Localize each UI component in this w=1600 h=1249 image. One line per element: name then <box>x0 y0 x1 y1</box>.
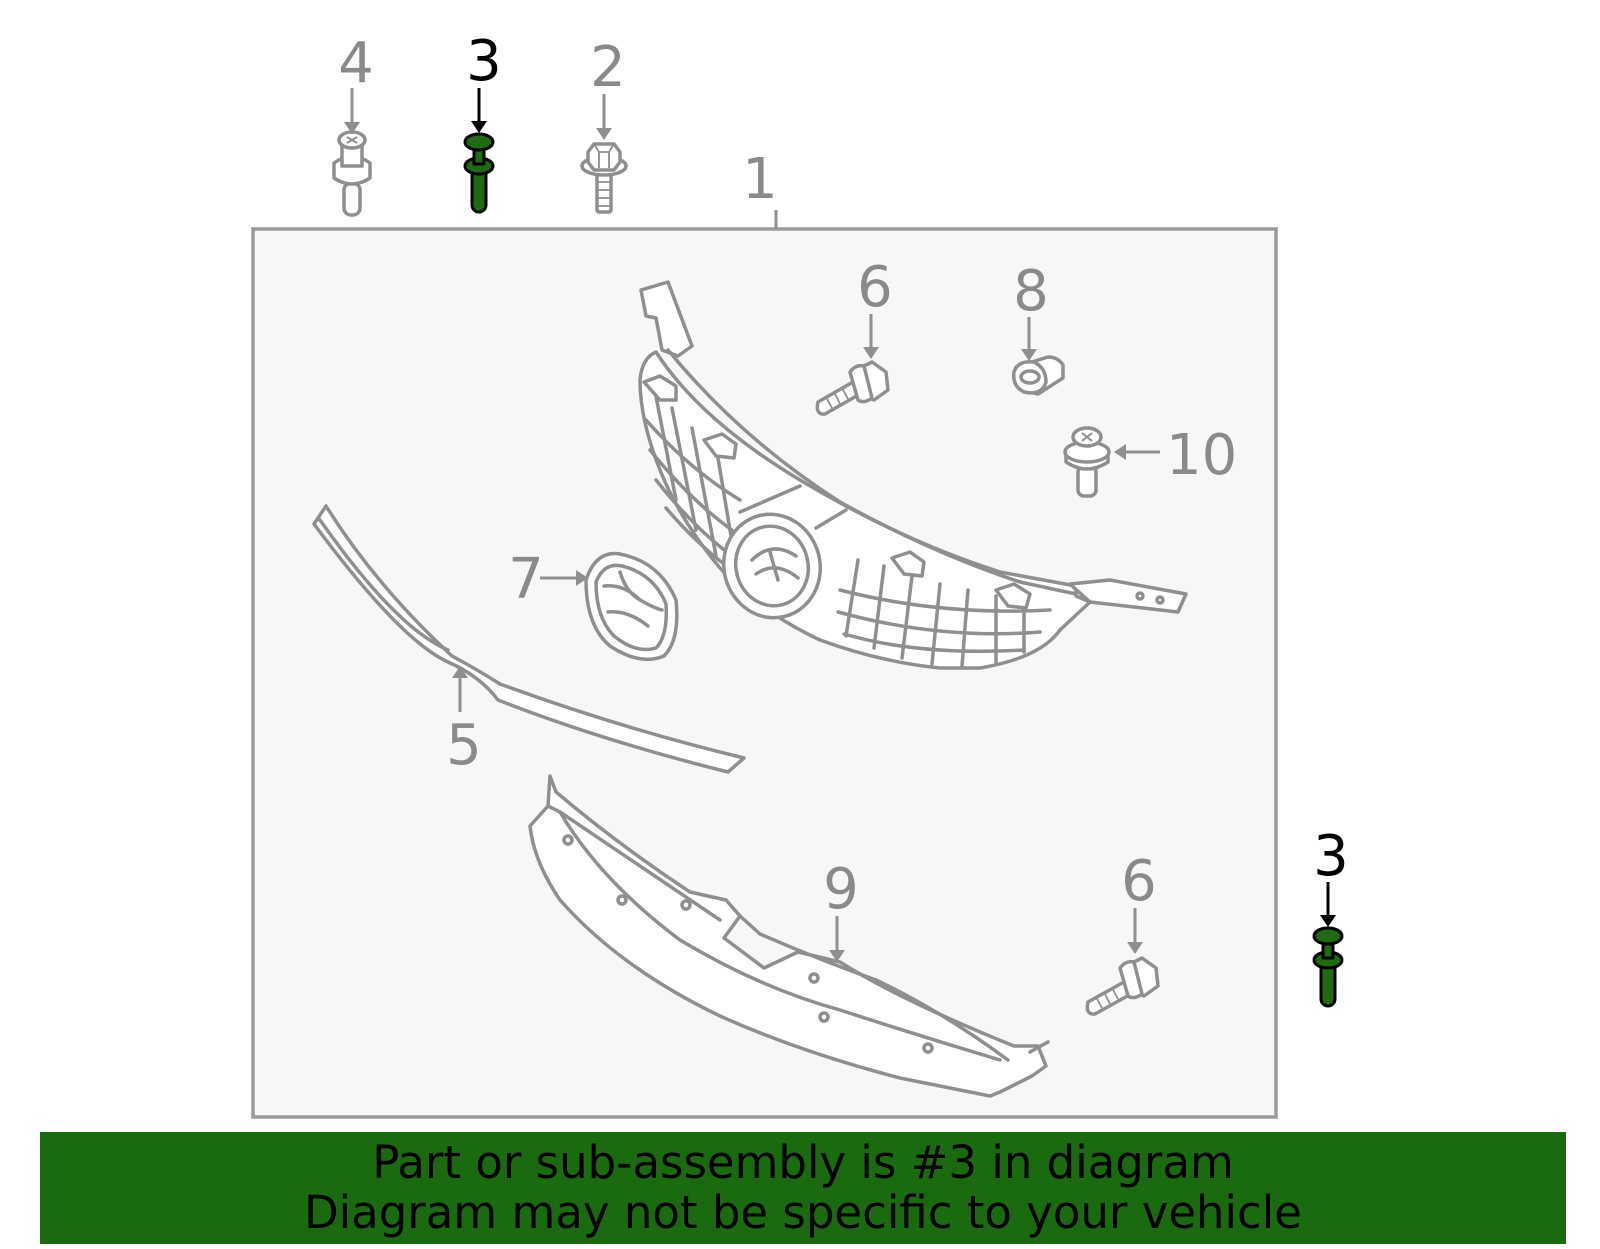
callout-9: 9 <box>823 857 859 922</box>
info-banner: Part or sub-assembly is #3 in diagram Di… <box>40 1132 1566 1244</box>
leader-8 <box>1021 317 1037 361</box>
part-6-bolt-bottom <box>1085 956 1160 1016</box>
callout-1: 1 <box>742 147 778 212</box>
part-4-clip <box>332 130 372 217</box>
banner-line-2: Diagram may not be specific to your vehi… <box>304 1186 1302 1239</box>
part-2-bolt <box>580 142 628 214</box>
callout-3-top: 3 <box>466 29 502 94</box>
callout-7: 7 <box>508 547 544 612</box>
leader-3-right <box>1320 882 1336 927</box>
leader-9 <box>829 916 845 962</box>
callout-4: 4 <box>338 31 374 96</box>
leader-6-bottom <box>1127 908 1143 954</box>
leader-7 <box>540 570 588 586</box>
part-9-panel <box>528 774 1050 1098</box>
callout-8: 8 <box>1013 259 1049 324</box>
callout-5: 5 <box>446 713 482 778</box>
callout-3-right: 3 <box>1313 824 1349 889</box>
leader-10 <box>1114 444 1160 460</box>
callout-6-top: 6 <box>857 255 893 320</box>
part-7-emblem <box>584 551 679 662</box>
callout-2: 2 <box>590 35 626 100</box>
part-3-clip-top <box>463 132 495 214</box>
leader-6-top <box>863 314 879 359</box>
banner-line-1: Part or sub-assembly is #3 in diagram <box>372 1136 1234 1189</box>
leader-4 <box>344 88 360 134</box>
part-3-clip-right <box>1312 926 1344 1008</box>
part-1-grille <box>638 280 1188 670</box>
part-6-bolt-top <box>815 360 890 416</box>
callout-6-bottom: 6 <box>1121 849 1157 914</box>
part-5-molding <box>312 504 746 774</box>
leader-2 <box>596 94 612 140</box>
part-8-clip-nut <box>1011 355 1065 396</box>
leader-3-top <box>471 88 487 133</box>
leader-5 <box>452 666 468 712</box>
part-10-clip <box>1063 426 1111 498</box>
callout-10: 10 <box>1166 423 1237 488</box>
